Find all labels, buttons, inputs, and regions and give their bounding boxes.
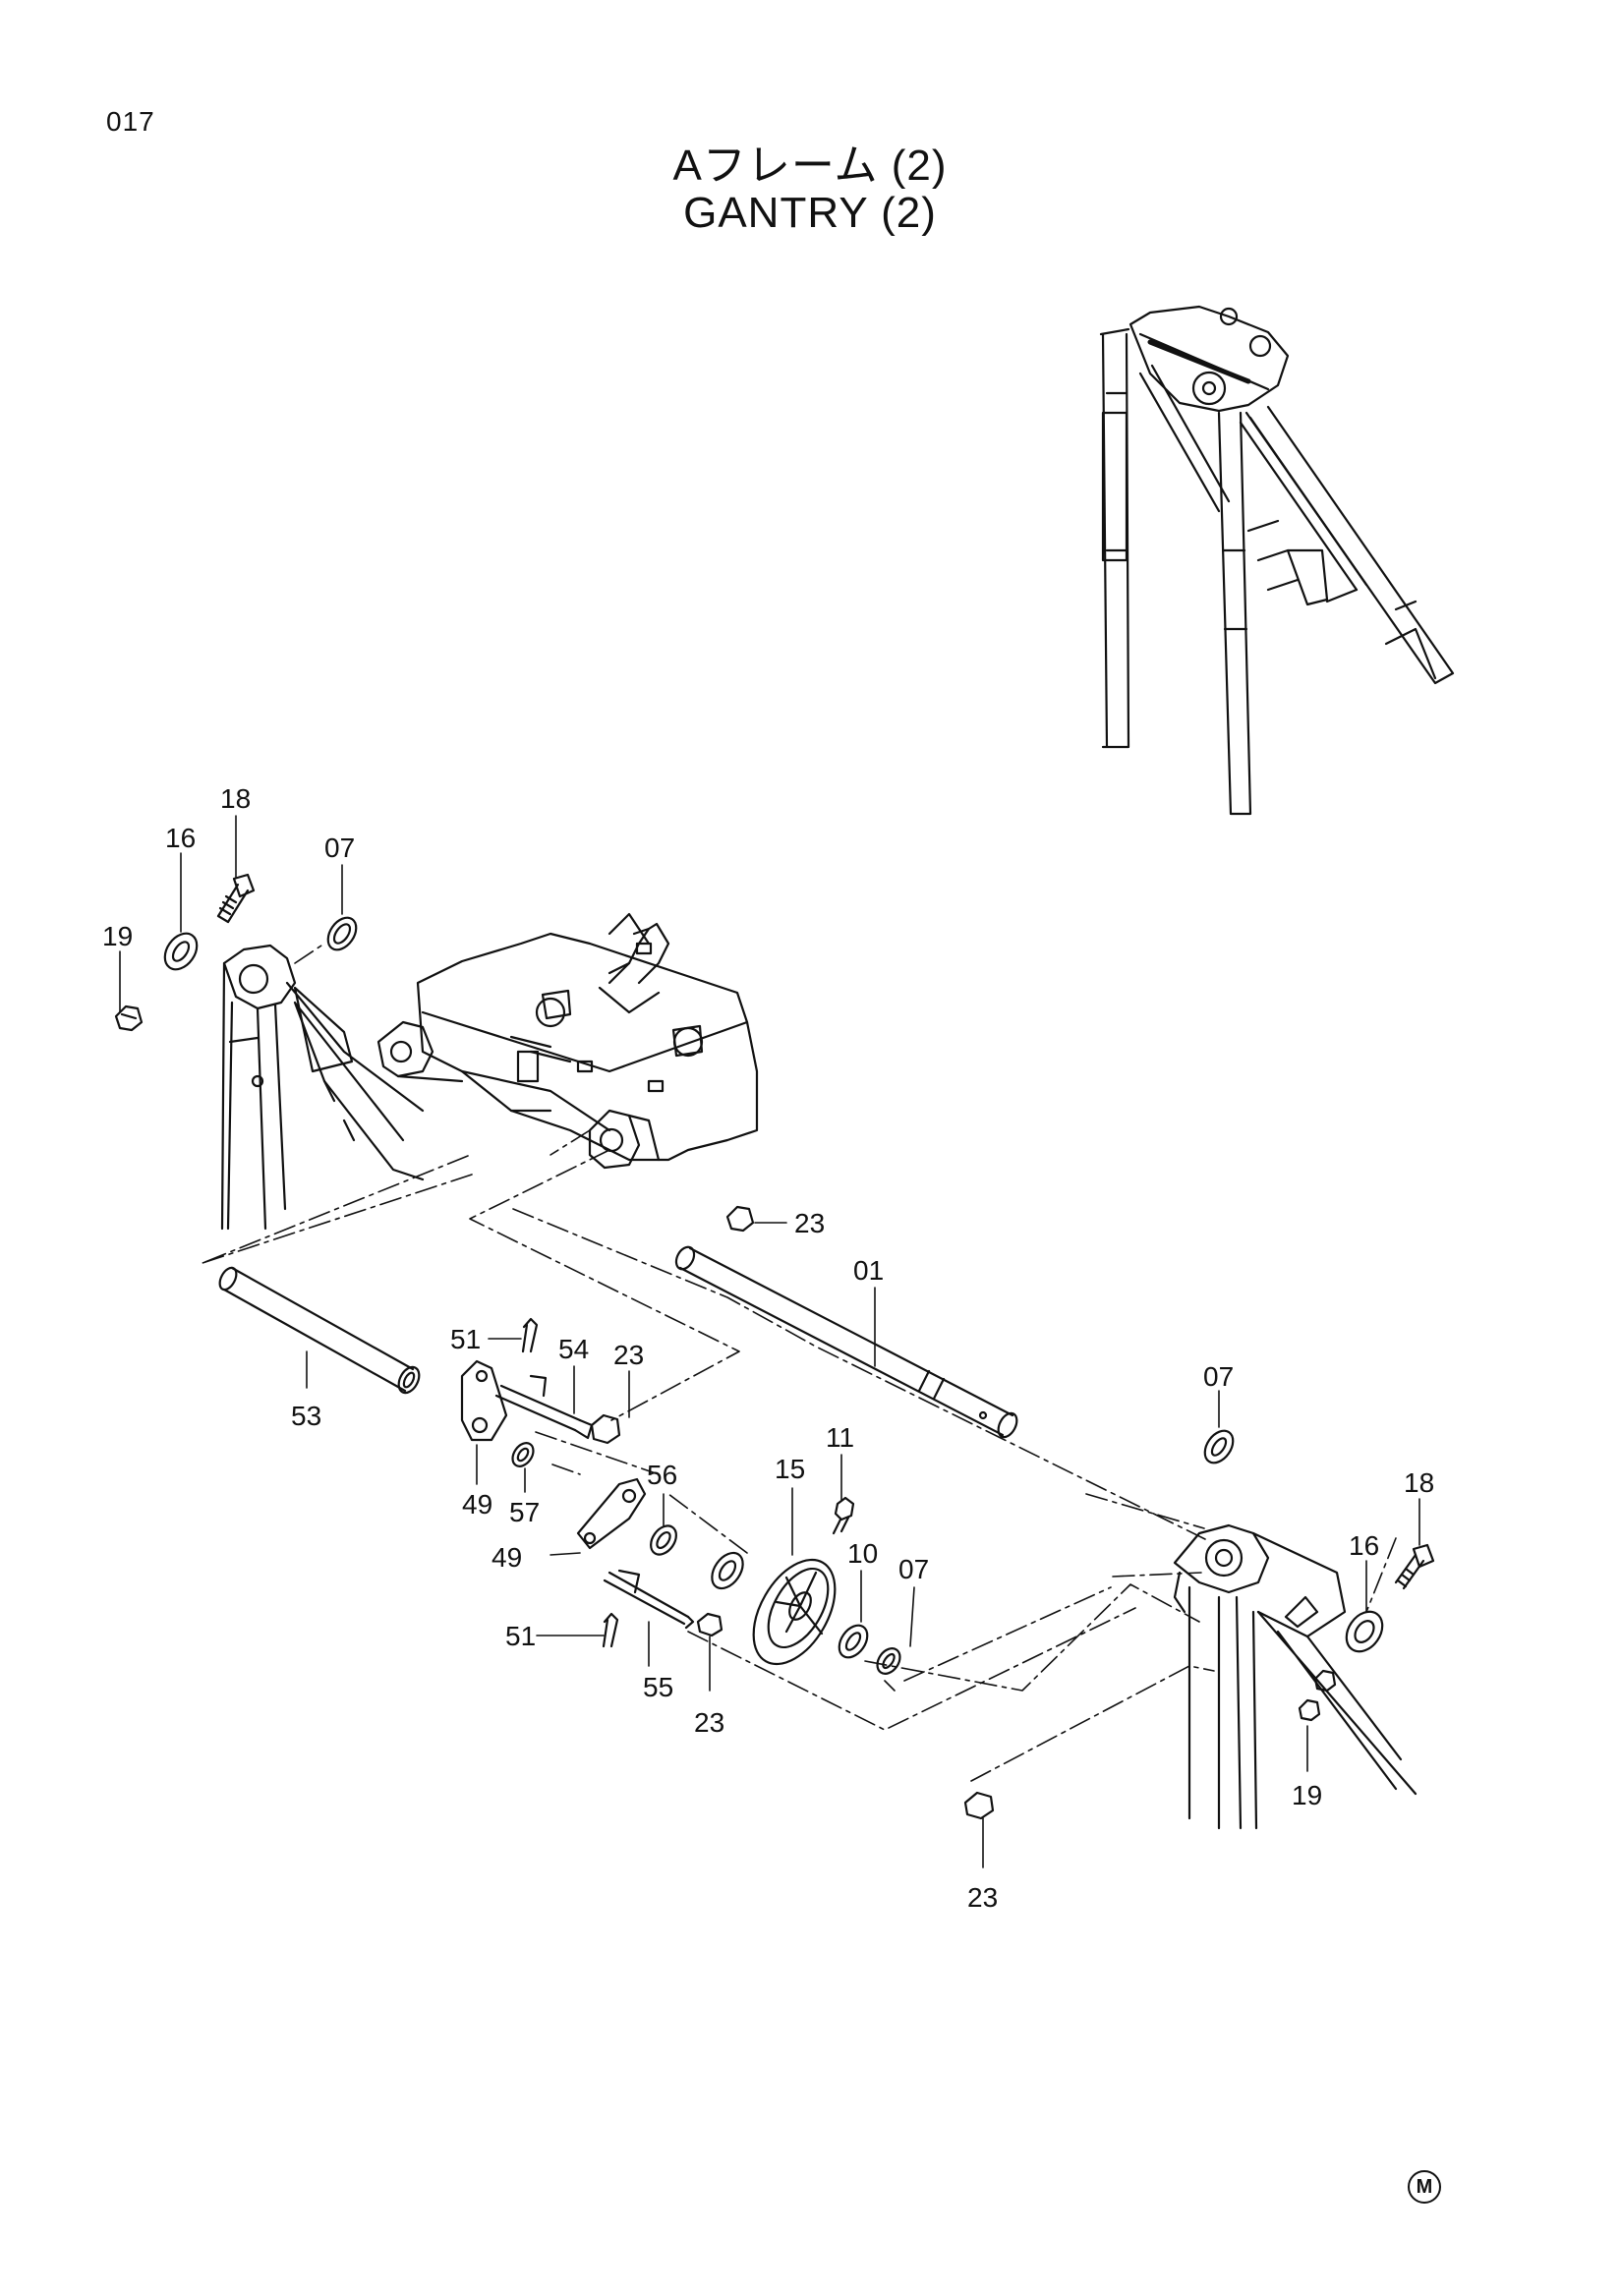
callout-51-upper: 51 <box>450 1324 481 1354</box>
title-english: GANTRY (2) <box>683 189 937 237</box>
callout-01: 01 <box>853 1255 884 1286</box>
page-number: 017 <box>106 106 155 137</box>
callout-labels: 18 16 07 19 23 01 51 54 23 53 49 57 56 4… <box>102 783 1434 1913</box>
right-frame-assembly <box>1173 1523 1418 1830</box>
callout-18-right: 18 <box>1404 1467 1434 1498</box>
leader-lines <box>119 815 1420 1868</box>
callout-07-middle: 07 <box>898 1554 929 1584</box>
alignment-lines <box>202 943 1397 1782</box>
callout-56: 56 <box>647 1460 677 1490</box>
left-fasteners <box>114 873 755 1233</box>
title-japanese: Aフレーム (2) <box>672 142 948 190</box>
inset-gantry-overview <box>1099 305 1455 816</box>
callout-54: 54 <box>558 1334 589 1364</box>
callout-10: 10 <box>847 1538 878 1569</box>
callout-15: 15 <box>775 1454 805 1484</box>
callout-07-left: 07 <box>324 832 355 863</box>
part-01-pin <box>674 1245 1018 1439</box>
callout-19-left: 19 <box>102 921 133 951</box>
callout-16-right: 16 <box>1349 1530 1379 1561</box>
callout-51-lower: 51 <box>505 1621 536 1651</box>
callout-19-right: 19 <box>1292 1780 1322 1810</box>
callout-07-right: 07 <box>1203 1361 1234 1392</box>
callout-23-top: 23 <box>794 1208 825 1238</box>
maker-mark: M <box>1408 2170 1441 2204</box>
right-fasteners <box>963 1429 1435 1820</box>
callout-49-lower: 49 <box>492 1542 522 1573</box>
callout-18-left: 18 <box>220 783 251 814</box>
callout-23-bottom: 23 <box>967 1882 998 1913</box>
part-53-tube <box>218 1266 421 1395</box>
callout-11: 11 <box>826 1422 854 1453</box>
callout-55: 55 <box>643 1672 673 1702</box>
sheave-pin-group <box>460 1317 901 1675</box>
callout-53: 53 <box>291 1401 321 1431</box>
main-frame-assembly <box>220 912 759 1231</box>
callout-16-left: 16 <box>165 823 196 853</box>
callout-49-upper: 49 <box>462 1489 492 1520</box>
callout-23-pin54: 23 <box>613 1340 644 1370</box>
callout-57: 57 <box>509 1497 540 1527</box>
callout-23-pin55: 23 <box>694 1707 724 1738</box>
